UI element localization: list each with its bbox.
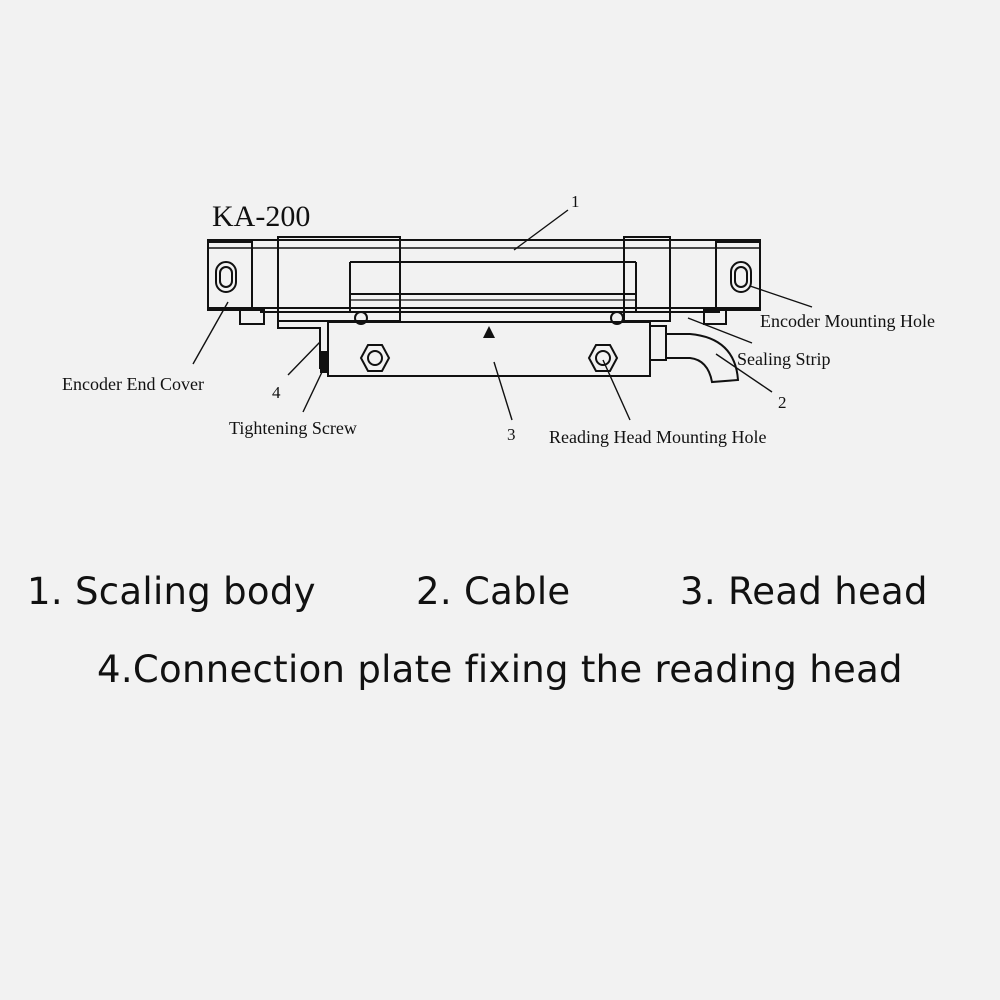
label-sealing-strip: Sealing Strip — [737, 349, 831, 369]
callout-3: 3 — [507, 425, 516, 444]
callout-1: 1 — [571, 192, 580, 211]
read-head — [327, 311, 667, 377]
label-reading-head-mounting-hole: Reading Head Mounting Hole — [549, 427, 766, 447]
encoder-end-cover-right — [703, 241, 761, 325]
label-encoder-mounting-hole: Encoder Mounting Hole — [760, 311, 935, 331]
tightening-screw — [320, 351, 329, 373]
cable — [665, 333, 740, 384]
scale-body — [207, 239, 761, 313]
callout-2: 2 — [778, 393, 787, 412]
label-encoder-end-cover: Encoder End Cover — [62, 374, 204, 394]
legend-item-3: 3. Read head — [680, 570, 928, 613]
legend-item-4: 4.Connection plate fixing the reading he… — [97, 648, 903, 691]
legend-item-1: 1. Scaling body — [27, 570, 316, 613]
legend-item-2: 2. Cable — [416, 570, 571, 613]
callout-4: 4 — [272, 383, 281, 402]
label-tightening-screw: Tightening Screw — [229, 418, 357, 438]
encoder-end-cover-left — [207, 241, 265, 325]
model-label: KA-200 — [212, 200, 310, 233]
